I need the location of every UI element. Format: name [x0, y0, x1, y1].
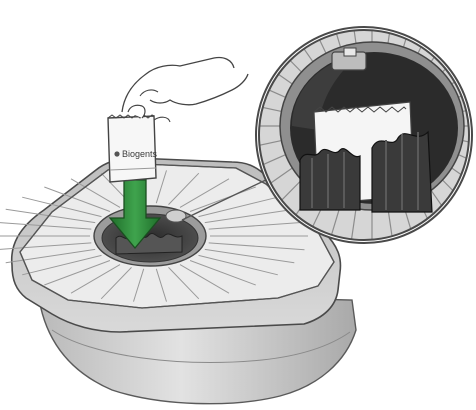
- hand: [122, 57, 248, 122]
- brand-logo-icon: [114, 151, 119, 156]
- packet-brand-label: Biogents: [122, 149, 158, 159]
- zoom-cartridge: [300, 149, 360, 210]
- trap-opening: [94, 206, 206, 266]
- lure-packet: Biogents: [108, 115, 158, 182]
